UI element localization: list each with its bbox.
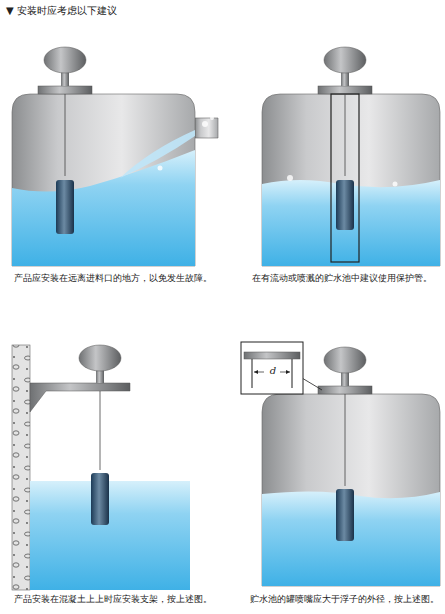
- switch-head: [324, 47, 366, 73]
- switch-head: [324, 347, 366, 373]
- flange: [318, 386, 372, 394]
- flange: [318, 86, 372, 94]
- concrete-panel: [12, 345, 190, 590]
- detail-inset: [241, 342, 303, 394]
- bracket: [30, 383, 130, 412]
- caption: 贮水池的罐喷嘴应大于浮子的外径，按上述图。: [250, 594, 442, 605]
- tank-body: [262, 394, 440, 586]
- nozzle-wall: [252, 359, 292, 388]
- tank-panel-1: [12, 47, 218, 266]
- splash: [158, 166, 163, 171]
- tank-body: [12, 94, 195, 266]
- splash: [287, 175, 293, 181]
- cable: [65, 94, 66, 176]
- float: [336, 489, 354, 541]
- protection-tube: [331, 94, 359, 262]
- float: [56, 180, 74, 234]
- float: [91, 473, 109, 525]
- inflow-stream: [120, 130, 195, 178]
- caption: 产品安装在混凝土上上时应安装支架，按上述图。: [14, 594, 239, 605]
- water: [30, 481, 190, 590]
- caption: 在有流动或喷溅的贮水池中建议使用保护管。: [252, 273, 442, 284]
- flange-section: [244, 352, 300, 359]
- heading: ▼ 安装时应考虑以下建议: [6, 5, 117, 18]
- cable: [345, 394, 346, 486]
- splash: [210, 116, 214, 120]
- tank-panel-4: [241, 342, 440, 586]
- splash: [393, 182, 398, 187]
- tank-panel-2: [262, 47, 440, 266]
- tank-body: [262, 94, 440, 266]
- leader-line: [302, 378, 322, 390]
- water: [262, 180, 440, 266]
- concrete-wall: [12, 345, 30, 590]
- splash: [202, 121, 208, 127]
- dimension-label: d: [266, 365, 280, 378]
- flange: [38, 86, 92, 94]
- float: [336, 180, 354, 230]
- switch-head: [79, 345, 121, 371]
- cable: [345, 94, 346, 176]
- switch-head: [44, 47, 86, 73]
- caption: 产品应安装在远离进料口的地方，以免发生故障。: [14, 273, 239, 284]
- cable: [100, 391, 101, 470]
- inlet-pipe: [195, 118, 218, 138]
- water: [12, 150, 195, 266]
